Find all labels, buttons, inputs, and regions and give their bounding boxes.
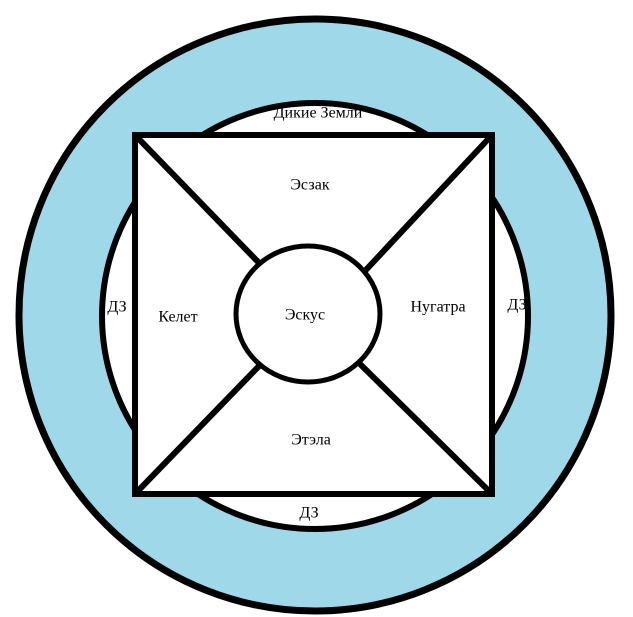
label-center: Эскус: [285, 307, 325, 324]
label-north: Эсзак: [290, 177, 329, 194]
label-south: Этэла: [291, 432, 331, 449]
label-wildlands: Дикие Земли: [274, 105, 363, 122]
diagonal-sw: [132, 361, 264, 497]
diagonal-nw: [132, 132, 265, 269]
label-dz-bottom: ДЗ: [299, 505, 318, 522]
label-west: Келет: [158, 309, 197, 326]
center-circle: [233, 243, 383, 385]
label-east: Нугатра: [410, 299, 465, 316]
diagonal-se: [357, 361, 495, 497]
diagonal-ne: [361, 132, 495, 275]
label-dz-right: ДЗ: [507, 297, 526, 314]
label-dz-left: ДЗ: [107, 299, 126, 316]
